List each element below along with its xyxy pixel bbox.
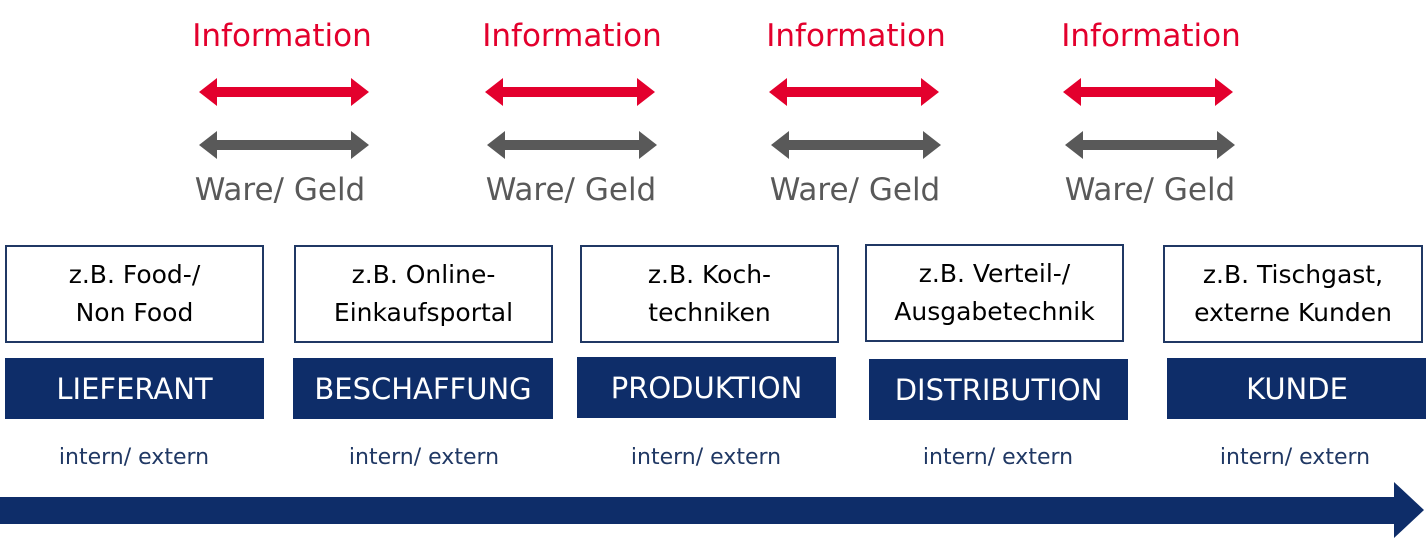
example-box-kunde: z.B. Tischgast, externe Kunden [1163,245,1423,343]
example-text-line: z.B. Koch- [647,260,772,289]
example-text-line: externe Kunden [1194,298,1392,327]
example-box-beschaffung: z.B. Online- Einkaufsportal [294,245,553,343]
example-text-line: z.B. Online- [351,260,496,289]
stage-kunde: KUNDE [1167,358,1426,419]
example-text-line: techniken [648,298,771,327]
example-box-produktion: z.B. Koch- techniken [580,245,839,343]
example-text-line: z.B. Food-/ [68,260,201,289]
goods-money-label: Ware/ Geld [769,172,941,208]
goods-money-label: Ware/ Geld [194,172,366,208]
information-double-arrow [199,78,369,106]
goods-money-double-arrow [487,131,657,159]
goods-money-double-arrow [1065,131,1235,159]
example-text-line: Einkaufsportal [333,298,514,327]
goods-money-double-arrow [199,131,369,159]
information-double-arrow [769,78,939,106]
information-label: Information [766,18,946,54]
example-box-distribution: z.B. Verteil-/ Ausgabetechnik [865,244,1124,342]
goods-money-label: Ware/ Geld [1064,172,1236,208]
information-label: Information [482,18,662,54]
goods-money-label: Ware/ Geld [485,172,657,208]
stage-beschaffung: BESCHAFFUNG [293,358,553,419]
information-label: Information [192,18,372,54]
value-chain-flow-arrow [0,482,1424,538]
information-label: Information [1061,18,1241,54]
example-text-line: z.B. Verteil-/ [918,259,1071,288]
example-text-line: Non Food [75,298,194,327]
example-text-line: Ausgabetechnik [894,297,1095,326]
scope-label: intern/ extern [1219,445,1371,470]
stage-lieferant: LIEFERANT [5,358,264,419]
information-double-arrow [485,78,655,106]
information-double-arrow [1063,78,1233,106]
scope-label: intern/ extern [58,445,210,470]
scope-label: intern/ extern [922,445,1074,470]
example-text-line: z.B. Tischgast, [1202,260,1384,289]
scope-label: intern/ extern [348,445,500,470]
stage-produktion: PRODUKTION [577,357,836,418]
goods-money-double-arrow [771,131,941,159]
stage-distribution: DISTRIBUTION [869,359,1128,420]
scope-label: intern/ extern [630,445,782,470]
example-box-lieferant: z.B. Food-/ Non Food [5,245,264,343]
